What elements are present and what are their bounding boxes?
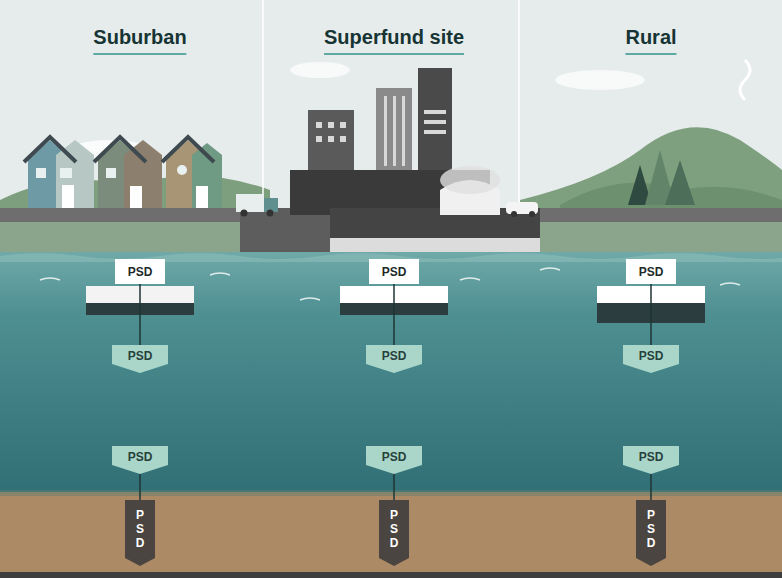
sediment-sampler: PSD xyxy=(125,500,155,566)
region-heading: Superfund site xyxy=(324,26,464,55)
region-heading: Suburban xyxy=(93,26,186,55)
node-label: PSD xyxy=(128,350,153,362)
node-label: PSD xyxy=(382,451,407,463)
node-label: PSD xyxy=(382,266,407,278)
tether-line xyxy=(650,284,652,345)
node-label: PSD xyxy=(382,350,407,362)
surface-sampler: PSD xyxy=(115,259,165,284)
tether-line xyxy=(650,474,652,500)
node-label: PSD xyxy=(639,350,664,362)
node-label: PSD xyxy=(639,451,664,463)
tether-line xyxy=(139,474,141,500)
tether-line xyxy=(393,284,395,345)
node-label: PSD xyxy=(128,266,153,278)
node-label: PSD xyxy=(639,266,664,278)
water-sampler: PSD xyxy=(623,345,679,373)
water-sampler: PSD xyxy=(112,446,168,474)
sediment-sampler: PSD xyxy=(636,500,666,566)
surface-sampler: PSD xyxy=(626,259,676,284)
tether-line xyxy=(393,474,395,500)
node-label: PSD xyxy=(645,509,657,550)
tether-line xyxy=(139,284,141,345)
water-sampler: PSD xyxy=(366,446,422,474)
region-heading: Rural xyxy=(625,26,676,55)
node-label: PSD xyxy=(388,509,400,550)
water-sampler: PSD xyxy=(366,345,422,373)
node-label: PSD xyxy=(134,509,146,550)
surface-sampler: PSD xyxy=(369,259,419,284)
node-label: PSD xyxy=(128,451,153,463)
sediment-sampler: PSD xyxy=(379,500,409,566)
water-sampler: PSD xyxy=(112,345,168,373)
water-sampler: PSD xyxy=(623,446,679,474)
